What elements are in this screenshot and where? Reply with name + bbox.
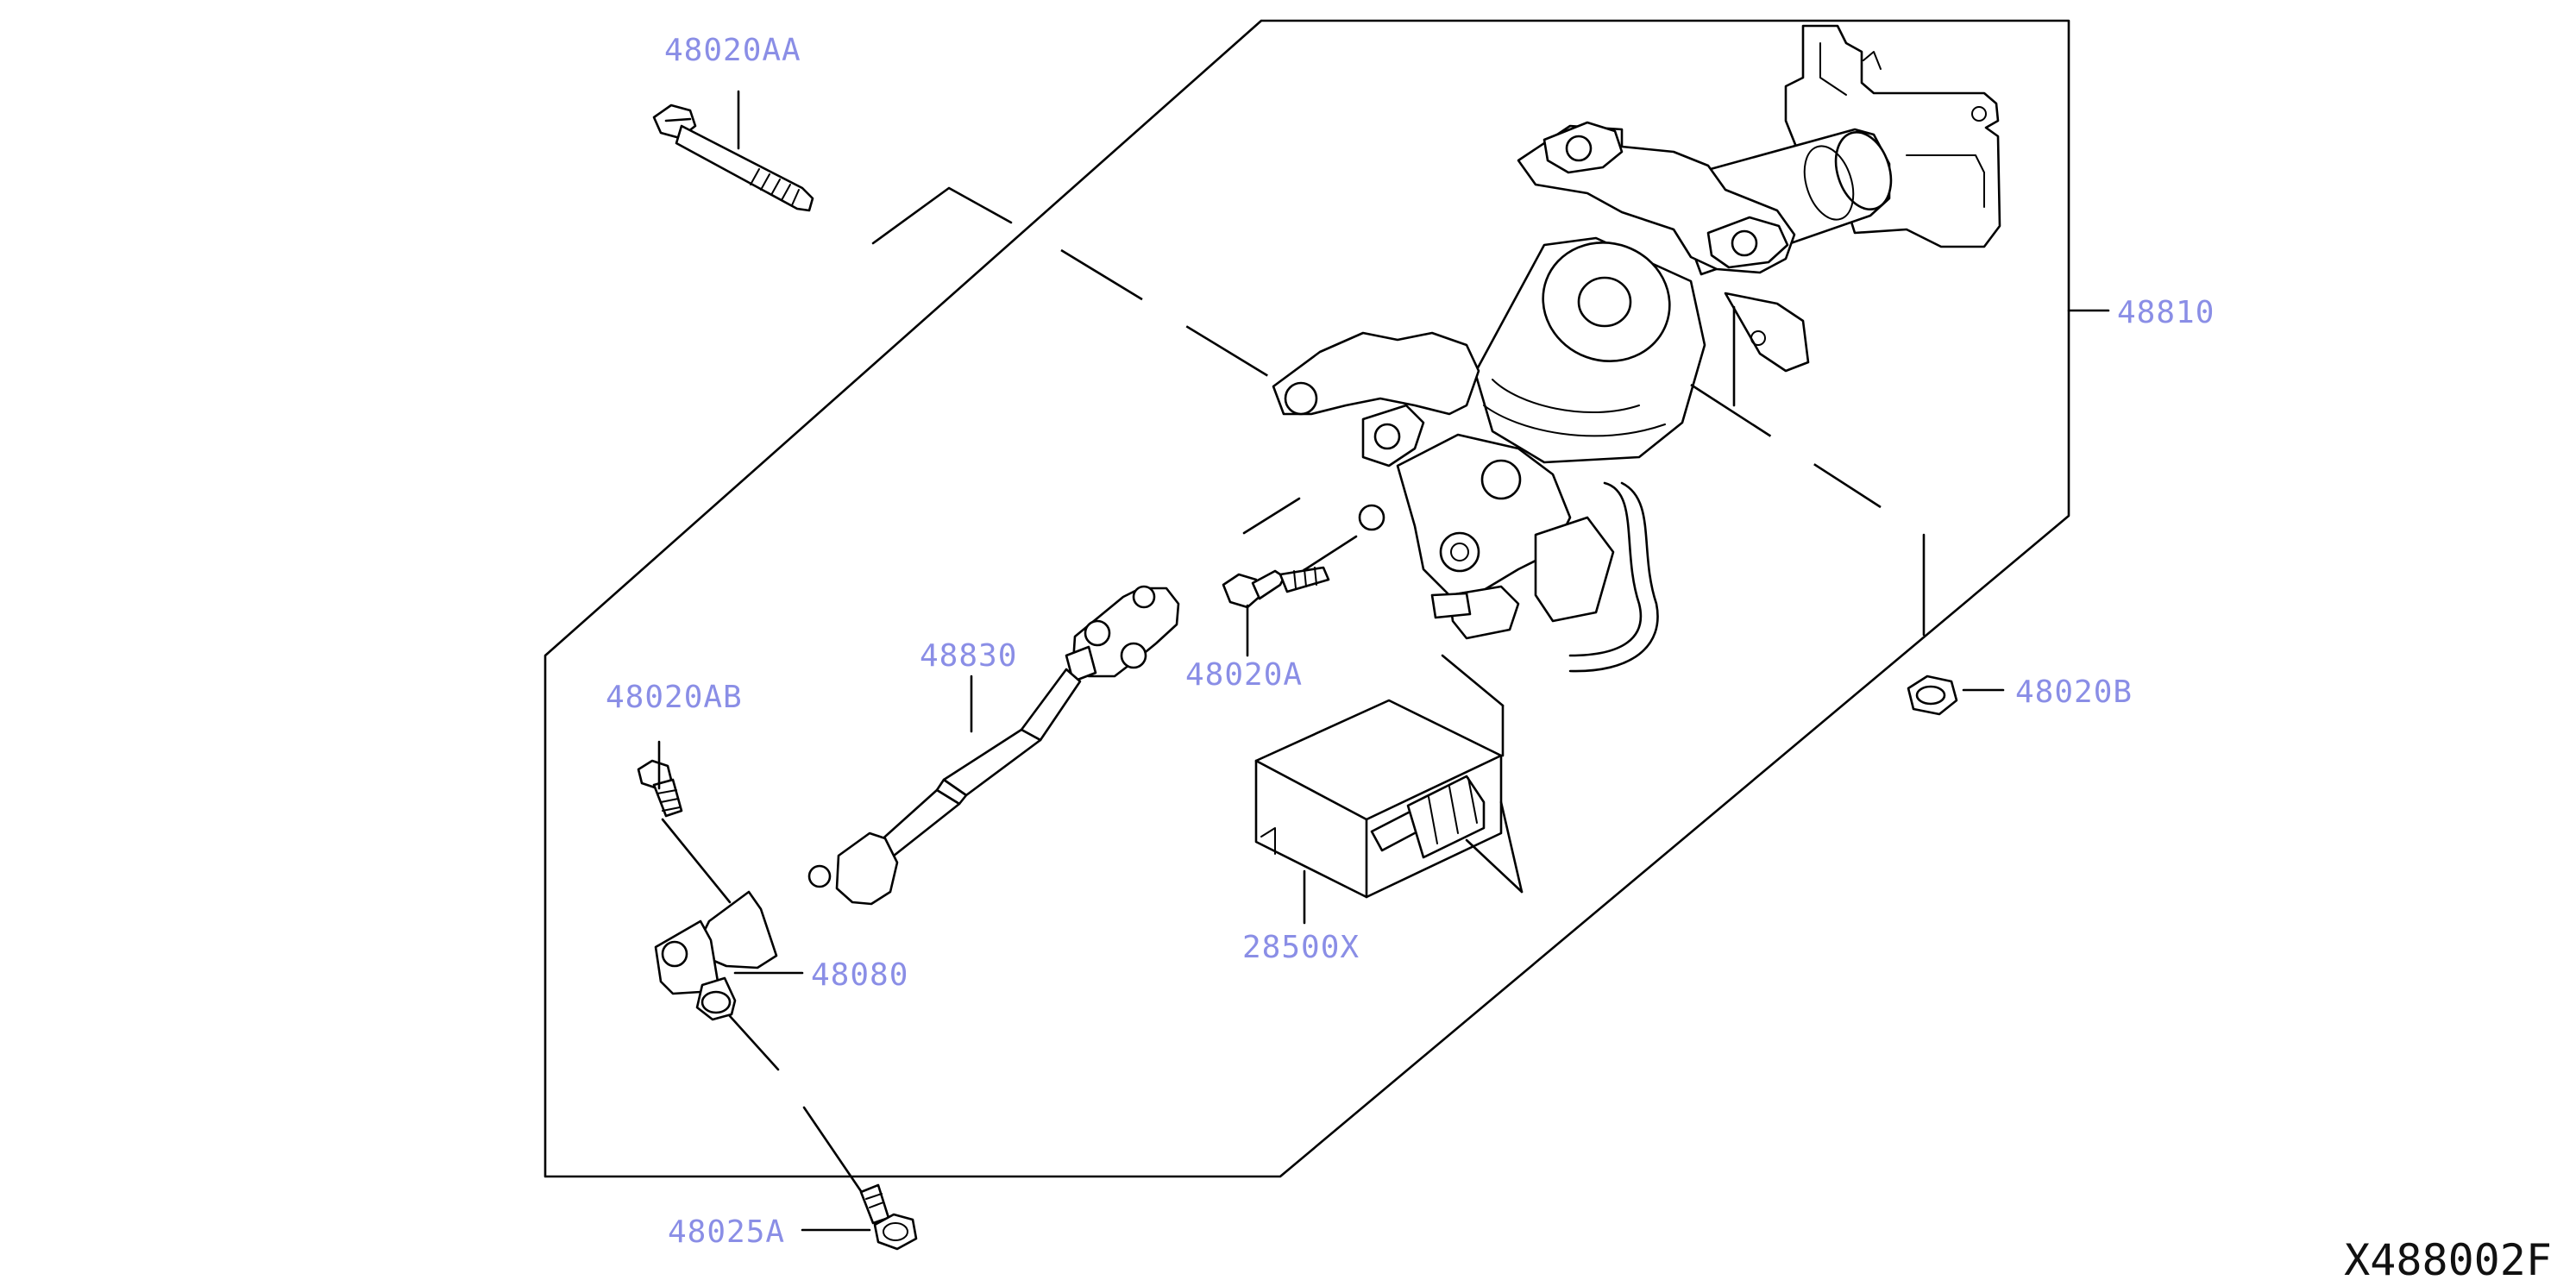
callout-48020a: 48020A bbox=[1185, 657, 1303, 693]
callout-48025a: 48025A bbox=[668, 1214, 785, 1250]
nut-48020b bbox=[1907, 675, 1958, 716]
shaft-48830 bbox=[807, 585, 1180, 906]
callout-48810: 48810 bbox=[2117, 295, 2215, 330]
callout-48020b: 48020B bbox=[2015, 675, 2133, 710]
joint-48080 bbox=[654, 890, 778, 1021]
diagram-id: X488002F bbox=[2344, 1235, 2552, 1280]
callout-48020aa: 48020AA bbox=[664, 33, 801, 68]
steering-column-assembly bbox=[1272, 24, 2001, 673]
assembly-frame bbox=[543, 19, 2070, 1178]
callout-48020ab: 48020AB bbox=[606, 680, 743, 715]
bolt-48020aa bbox=[652, 104, 814, 212]
bolt-48025a bbox=[859, 1183, 918, 1251]
callout-48080: 48080 bbox=[811, 957, 908, 993]
callout-48830: 48830 bbox=[920, 638, 1017, 674]
callout-28500x: 28500X bbox=[1242, 930, 1360, 965]
bolt-48020a bbox=[1222, 497, 1358, 609]
bolt-48020ab bbox=[637, 759, 683, 818]
control-unit-28500x bbox=[1254, 699, 1503, 899]
